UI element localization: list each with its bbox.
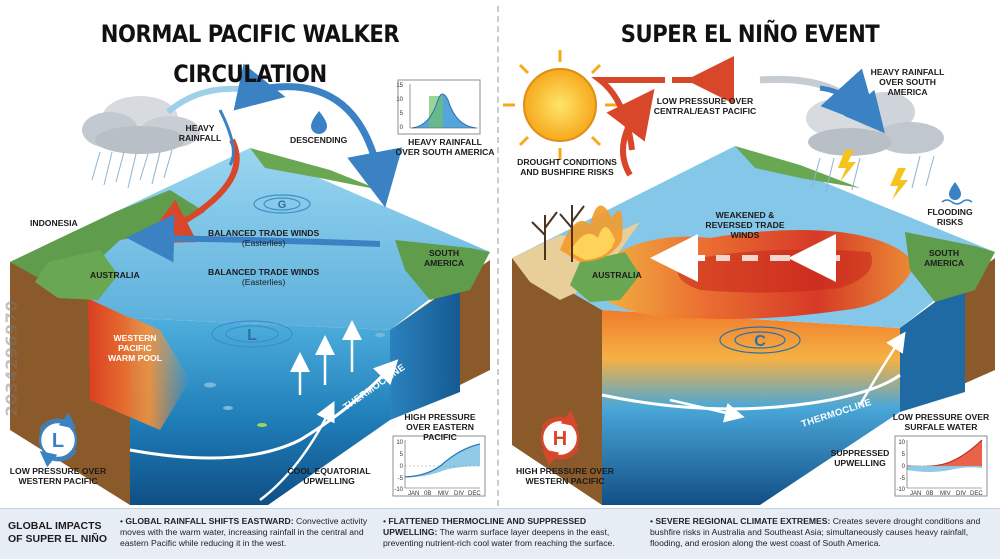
right-australia-land: [570, 252, 640, 302]
lb-ytick-2: 0: [400, 464, 404, 470]
left-south-america-land: [395, 240, 490, 300]
trade-winds-2-text: BALANCED TRADE WINDS: [208, 267, 320, 277]
footer-item-thermocline-heading: FLATTENED THERMOCLINE AND SUPPRESSED UPW…: [383, 516, 587, 537]
trade-winds-1-sub: (Easterlies): [241, 238, 286, 248]
label-south-america-right: SOUTH AMERICA: [923, 248, 965, 268]
trade-winds-1-text: BALANCED TRADE WINDS: [208, 228, 320, 238]
lb-xtick-4: DEC: [468, 491, 481, 497]
stock-watermark: 2034296970: [2, 300, 21, 417]
footer-item-thermocline-text: The warm surface layer deepens in the ea…: [383, 527, 615, 548]
label-australia-left: AUSTRALIA: [90, 270, 140, 280]
droplet-icon: [311, 111, 327, 134]
lightning-icon: [838, 150, 856, 182]
left-gyre-letter: G: [278, 199, 287, 211]
high-pressure-letter: H: [553, 428, 567, 450]
bushfire-icon: [531, 205, 623, 262]
lb-xtick-3: DIV: [454, 491, 464, 497]
footer-item-extremes-heading: SEVERE REGIONAL CLIMATE EXTREMES:: [655, 516, 831, 526]
rb-ytick-0: 10: [898, 440, 905, 446]
footer-title: GLOBAL IMPACTS OF SUPER EL NIÑO: [8, 520, 107, 545]
rb-xtick-3: DIV: [956, 491, 966, 497]
left-surface-return-arrow: [143, 138, 240, 244]
high-pressure-symbol: [540, 410, 580, 466]
left-trade-wind-arrow: [126, 214, 381, 263]
right-soil-wall: [512, 258, 602, 505]
left-rain-cloud: [82, 96, 200, 189]
flooding-water-icon: [941, 182, 973, 205]
footer-item-rainfall-text: Convective activity moves with the warm …: [120, 516, 368, 548]
rb-ytick-3: -5: [900, 476, 906, 482]
lb-ytick-4: -10: [394, 487, 403, 493]
label-cool-upwelling: COOL EQUATORIAL UPWELLING: [287, 466, 371, 486]
right-panel-title: SUPER EL NIÑO EVENT: [620, 20, 880, 48]
rb-ytick-1: 5: [902, 452, 906, 458]
footer-item-extremes: • SEVERE REGIONAL CLIMATE EXTREMES: Crea…: [650, 516, 981, 548]
label-australia-right: AUSTRALIA: [592, 270, 642, 280]
label-heavy-rainfall-sa: HEAVY RAINFALL OVER SOUTH AMERICA: [395, 137, 495, 157]
trade-winds-2-sub: (Easterlies): [241, 277, 286, 287]
label-heavy-rainfall-sa-right: HEAVY RAINFALL OVER SOUTH AMERICA: [870, 67, 945, 97]
label-low-pressure-ce: LOW PRESSURE OVER CENTRAL/EAST PACIFIC: [653, 96, 757, 116]
label-low-pressure-west: LOW PRESSURE OVER WESTERN PACIFIC: [9, 466, 107, 486]
panel-divider: [497, 6, 499, 506]
lb-ytick-1: 5: [400, 452, 404, 458]
label-indonesia: INDONESIA: [30, 218, 78, 228]
label-trade-winds-1: BALANCED TRADE WINDS (Easterlies): [208, 228, 319, 248]
rb-xtick-1: 0B: [926, 491, 933, 497]
lb-xtick-0: JAN: [408, 491, 419, 497]
label-flooding: FLOODING RISKS: [927, 207, 973, 227]
low-pressure-letter: L: [52, 430, 64, 452]
label-high-pressure-west: HIGH PRESSURE OVER WESTERN PACIFIC: [516, 466, 614, 486]
lt-ytick-0: 15: [396, 83, 403, 89]
lb-ytick-3: -5: [398, 476, 404, 482]
footer-item-rainfall-heading: GLOBAL RAINFALL SHIFTS EASTWARD:: [125, 516, 294, 526]
label-south-america-left: SOUTH AMERICA: [423, 248, 465, 268]
footer-item-thermocline: • FLATTENED THERMOCLINE AND SUPPRESSED U…: [383, 516, 615, 548]
right-gyre-letter: C: [754, 333, 766, 350]
footer-item-extremes-text: Creates severe drought conditions and bu…: [650, 516, 981, 548]
label-suppressed-upwelling: SUPPRESSED UPWELLING: [830, 448, 890, 468]
lb-ytick-0: 10: [396, 440, 403, 446]
footer-item-rainfall: • GLOBAL RAINFALL SHIFTS EASTWARD: Conve…: [120, 516, 368, 548]
left-rising-arrow: [166, 63, 286, 115]
lt-ytick-2: 5: [400, 111, 404, 117]
inset-tick-labels: 15 10 5 0 10 5 0 -5 -10 JAN 0B MIV DIV D…: [52, 83, 983, 497]
impacts-footer: GLOBAL IMPACTS OF SUPER EL NIÑO • GLOBAL…: [0, 508, 1000, 559]
label-descending: DESCENDING: [290, 135, 348, 145]
left-panel-title: NORMAL PACIFIC WALKER CIRCULATION: [100, 20, 400, 88]
left-inset-rainfall-chart: [397, 79, 481, 135]
label-weakened-winds: WEAKENED & REVERSED TRADE WINDS: [705, 210, 785, 240]
left-australia-land: [35, 250, 118, 300]
label-trade-winds-2: BALANCED TRADE WINDS (Easterlies): [208, 267, 319, 287]
rb-xtick-0: JAN: [910, 491, 921, 497]
lb-xtick-1: 0B: [424, 491, 431, 497]
left-gyre-letter-2: L: [247, 327, 257, 344]
right-south-america-land: [905, 232, 995, 302]
rb-xtick-4: DEC: [970, 491, 983, 497]
left-descending-arrow: [267, 83, 403, 208]
lb-xtick-2: MIV: [438, 491, 449, 497]
label-drought: DROUGHT CONDITIONS AND BUSHFIRE RISKS: [517, 157, 617, 177]
right-inset-pressure-chart: [894, 435, 988, 497]
right-rising-arrow: [606, 88, 655, 177]
rb-xtick-2: MIV: [940, 491, 951, 497]
label-warm-pool: WESTERN PACIFIC WARM POOL: [108, 333, 162, 363]
rb-ytick-2: 0: [902, 464, 906, 470]
sun-icon: [503, 50, 617, 160]
label-low-pressure-surface: LOW PRESSURE OVER SURFALE WATER: [892, 412, 990, 432]
left-inset-pressure-chart: [392, 435, 486, 497]
lt-ytick-1: 10: [396, 97, 403, 103]
label-heavy-rainfall: HEAVY RAINFALL: [178, 123, 222, 143]
lt-ytick-3: 0: [400, 125, 404, 131]
rb-ytick-4: -10: [896, 487, 905, 493]
label-high-pressure-east: HIGH PRESSURE OVER EASTERN PACIFIC: [404, 412, 476, 442]
low-pressure-symbol: [38, 412, 78, 468]
